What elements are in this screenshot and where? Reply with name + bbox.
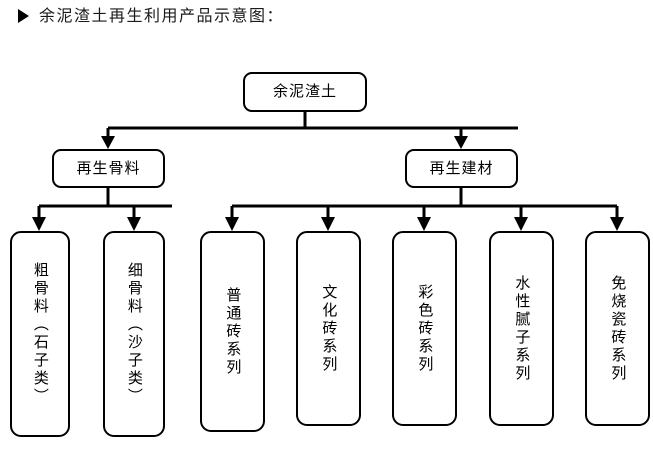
arrowhead-branch-aggregate	[101, 136, 115, 149]
arrowhead-branch-building-material	[454, 136, 468, 149]
node-leaf-fine-aggregate[interactable]: 细骨料（沙子类）	[103, 231, 165, 437]
node-root-label: 余泥渣土	[272, 82, 337, 101]
triangle-right-icon	[18, 9, 29, 23]
arrowhead-leaf-coarse	[32, 217, 46, 231]
node-leaf-unfired-tile-label: 免烧瓷砖系列	[609, 274, 628, 383]
arrowhead-leaf-fine	[127, 217, 141, 231]
arrowhead-leaf-unfired-tile	[610, 217, 624, 231]
node-leaf-fine-aggregate-label: 细骨料（沙子类）	[125, 262, 144, 406]
arrowhead-leaf-water-putty	[514, 217, 528, 231]
node-branch-building-material-label: 再生建材	[429, 158, 494, 177]
node-leaf-water-putty[interactable]: 水性腻子系列	[489, 231, 554, 426]
arrowhead-leaf-culture-brick	[321, 217, 335, 231]
page-title: 余泥渣土再生利用产品示意图：	[18, 8, 284, 24]
node-leaf-common-brick-label: 普通砖系列	[224, 286, 243, 377]
node-leaf-color-brick[interactable]: 彩色砖系列	[392, 231, 457, 426]
node-branch-aggregate-label: 再生骨料	[76, 158, 141, 177]
node-leaf-unfired-tile[interactable]: 免烧瓷砖系列	[585, 231, 650, 426]
node-leaf-coarse-aggregate-label: 粗骨料（石子类）	[31, 262, 50, 406]
page-title-text: 余泥渣土再生利用产品示意图：	[39, 6, 285, 25]
node-leaf-culture-brick[interactable]: 文化砖系列	[296, 231, 361, 426]
node-leaf-coarse-aggregate[interactable]: 粗骨料（石子类）	[10, 231, 70, 437]
node-leaf-common-brick[interactable]: 普通砖系列	[200, 231, 265, 432]
node-leaf-culture-brick-label: 文化砖系列	[320, 283, 339, 374]
node-branch-aggregate[interactable]: 再生骨料	[52, 149, 165, 188]
arrowhead-leaf-common-brick	[225, 217, 239, 231]
arrowhead-leaf-color-brick	[417, 217, 431, 231]
node-leaf-water-putty-label: 水性腻子系列	[513, 274, 532, 383]
node-leaf-color-brick-label: 彩色砖系列	[416, 283, 435, 374]
node-branch-building-material[interactable]: 再生建材	[405, 149, 518, 188]
node-root[interactable]: 余泥渣土	[243, 72, 367, 112]
